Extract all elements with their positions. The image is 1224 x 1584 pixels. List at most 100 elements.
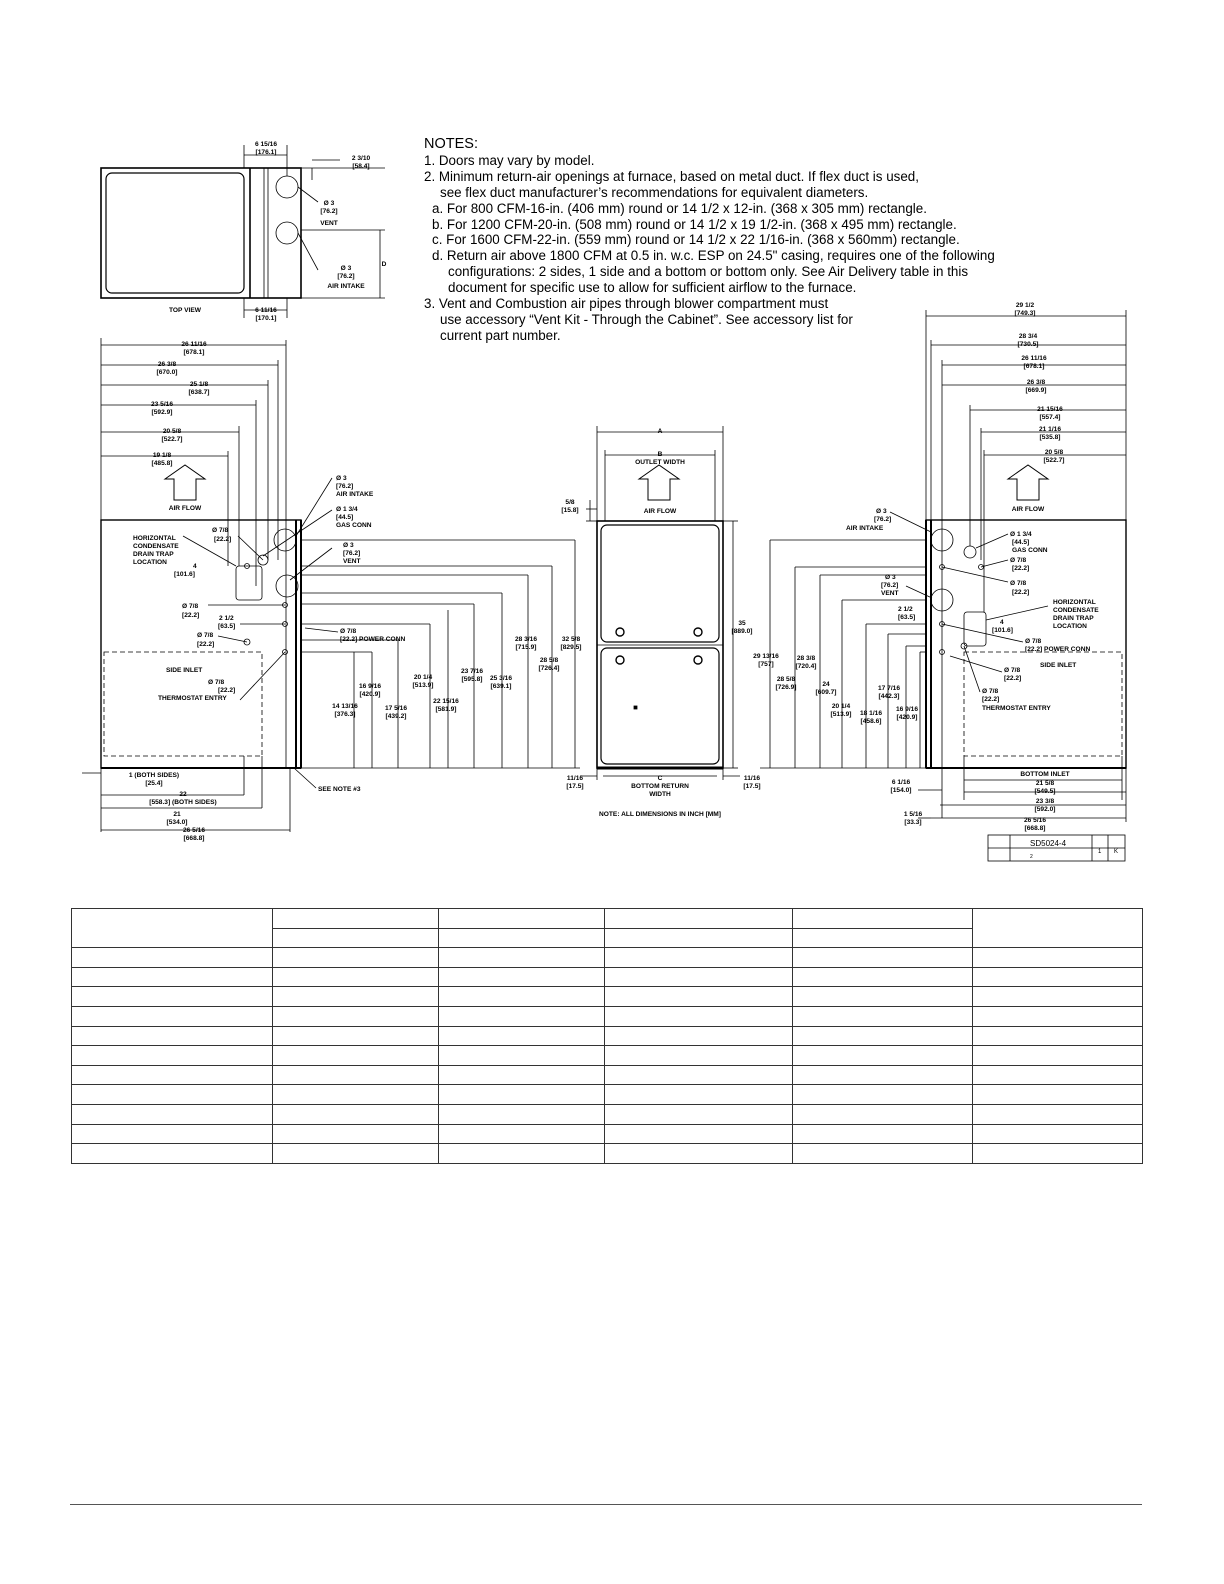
table-cell [792, 927, 973, 949]
notes-block: NOTES: 1. Doors may vary by model. 2. Mi… [424, 136, 1084, 344]
lv-h3-mm: [439.2] [386, 713, 407, 720]
fv-outlet: OUTLET WIDTH [635, 459, 685, 466]
lv-d78a: Ø 7/8 [212, 527, 228, 534]
lv-h6: 23 7/16 [461, 668, 483, 675]
right-intake-hole [930, 528, 954, 552]
lv-h7-mm: [639.1] [491, 683, 512, 690]
rv-w7-mm: [522.7] [1044, 457, 1065, 464]
note-2-cont: see flex duct manufacturer’s recommendat… [440, 184, 869, 200]
tv-vent-dia: Ø 3 [324, 200, 335, 207]
lv-b4: 26 5/16 [183, 827, 205, 834]
lv-d78a-mm: [22.2] [214, 536, 231, 543]
rv-w6: 21 1/16 [1039, 426, 1061, 433]
lv-thermo: Ø 7/8 [208, 679, 224, 686]
lv-b4-mm: [668.8] [184, 835, 205, 842]
rv-intake-mm: [76.2] [874, 516, 891, 523]
rv-w7: 20 5/8 [1045, 449, 1064, 456]
note-3-cont-1: use accessory “Vent Kit - Through the Ca… [440, 311, 853, 327]
fv-height-mm: [889.0] [732, 628, 753, 635]
rv-bottom-inlet: BOTTOM INLET [1020, 771, 1069, 778]
lv-d78c: Ø 7/8 [197, 632, 213, 639]
lv-w5: 20 5/8 [163, 428, 182, 435]
rv-side-inlet: SIDE INLET [1040, 662, 1076, 669]
rv-h6-mm: [458.6] [861, 718, 882, 725]
top-vent-hole [275, 175, 299, 199]
lv-h1-mm: [376.3] [335, 711, 356, 718]
table-cell [604, 927, 793, 949]
lv-vent-mm: [76.2] [343, 550, 360, 557]
table-cell [972, 907, 1143, 949]
rv-w2: 28 3/4 [1019, 333, 1038, 340]
note-2: 2. Minimum return-air openings at furnac… [424, 168, 919, 184]
lv-power-mm: [22.2] POWER CONN [340, 636, 405, 643]
lv-w2: 26 3/8 [158, 361, 177, 368]
note-3: 3. Vent and Combustion air pipes through… [424, 296, 829, 312]
table-row [71, 1045, 1143, 1066]
right-vent-hole [930, 588, 954, 612]
rv-thermo-mm: [22.2] [982, 696, 999, 703]
tv-vent-label: VENT [320, 220, 338, 227]
rv-four-mm: [101.6] [992, 627, 1013, 634]
left-intake-hole [273, 528, 297, 552]
rv-w2-mm: [730.5] [1018, 341, 1039, 348]
air-delivery-table [71, 907, 1143, 1164]
rv-bi1-mm: [549.5] [1035, 788, 1056, 795]
lv-w4-mm: [592.9] [152, 409, 173, 416]
fv-top-gap: 5/8 [565, 499, 574, 506]
rv-h3: 28 3/8 [797, 655, 816, 662]
left-vent-hole [275, 574, 299, 598]
lv-h10: 32 5/8 [562, 636, 581, 643]
rv-h6: 18 1/16 [860, 710, 882, 717]
rv-h1: 29 13/16 [753, 653, 779, 660]
rv-intake-label: AIR INTAKE [846, 525, 884, 532]
rv-d78b-mm: [22.2] [1012, 589, 1029, 596]
note-1: 1. Doors may vary by model. [424, 152, 595, 168]
rv-vent-label: VENT [881, 590, 899, 597]
lv-d78c-mm: [22.2] [197, 641, 214, 648]
lv-b1: 1 (BOTH SIDES) [129, 772, 179, 779]
rv-w1: 29 1/2 [1016, 302, 1035, 309]
lv-b2: 22 [179, 791, 187, 798]
rv-power-mm: [22.2] POWER CONN [1025, 646, 1090, 653]
rv-bi2-mm: [592.0] [1035, 806, 1056, 813]
rv-w4: 26 3/8 [1027, 379, 1046, 386]
rv-h7-mm: [442.3] [879, 693, 900, 700]
lv-b3: 21 [173, 811, 181, 818]
fv-top-gap-mm: [15.8] [561, 507, 578, 514]
rv-w5-mm: [557.4] [1040, 414, 1061, 421]
tv-air-label: AIR INTAKE [327, 283, 365, 290]
note-2c: c. For 1600 CFM-22-in. (559 mm) round or… [432, 232, 960, 248]
rv-drain-4: LOCATION [1053, 623, 1087, 630]
rv-h2: 28 5/8 [777, 676, 796, 683]
rv-w5: 21 15/16 [1037, 406, 1063, 413]
fv-bottom-ret: BOTTOM RETURN [631, 783, 689, 790]
rv-thermo: Ø 7/8 [982, 688, 998, 695]
fv-left-foot: 11/16 [567, 775, 583, 782]
rv-w3-mm: [678.1] [1024, 363, 1045, 370]
rv-bi1: 21 5/8 [1036, 780, 1055, 787]
lv-gas-mm: [44.5] [336, 514, 353, 521]
lv-h10-mm: [829.5] [561, 644, 582, 651]
fv-width: WIDTH [649, 791, 671, 798]
tv-dim-d: D [382, 261, 387, 268]
rv-h7: 17 7/16 [878, 685, 900, 692]
lv-intake-mm: [76.2] [336, 483, 353, 490]
top-view [100, 145, 385, 318]
table-row [71, 1064, 1143, 1086]
top-intake-hole [275, 221, 299, 245]
table-row [71, 986, 1143, 1007]
lv-gas-label: GAS CONN [336, 522, 372, 529]
lv-w6: 19 1/8 [153, 452, 172, 459]
rv-w6-mm: [535.8] [1040, 434, 1061, 441]
table-row [71, 1084, 1143, 1105]
fv-airflow: AIR FLOW [644, 508, 677, 515]
rv-two-half-mm: [63.5] [898, 614, 915, 621]
lv-vent-label: VENT [343, 558, 361, 565]
rv-f1-mm: [154.0] [891, 787, 912, 794]
table-row [71, 947, 1143, 968]
rv-gas-dia: Ø 1 3/4 [1010, 531, 1032, 538]
tv-dim1: 6 15/16 [255, 141, 277, 148]
rv-drain-2: CONDENSATE [1053, 607, 1099, 614]
title-page: 2 [1030, 854, 1033, 860]
table-cell [438, 908, 605, 929]
